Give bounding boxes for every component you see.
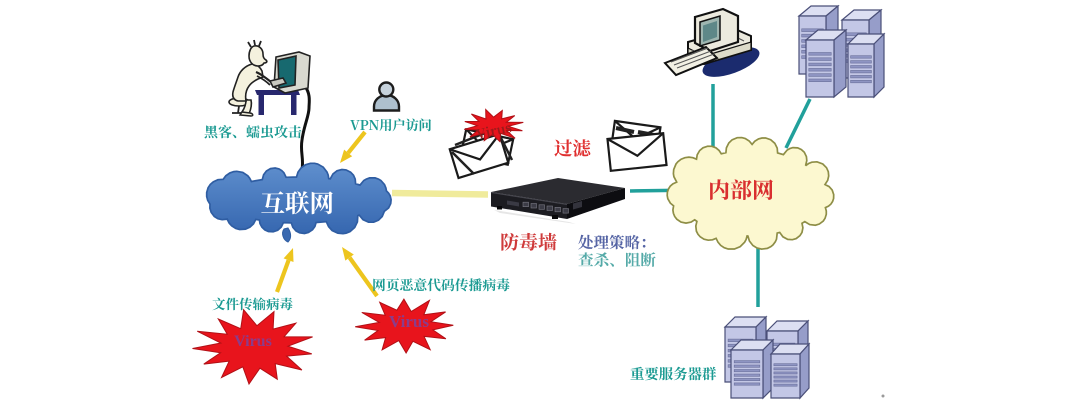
svg-text:Virus: Virus <box>234 333 272 350</box>
svg-text:Virus: Virus <box>389 312 429 331</box>
